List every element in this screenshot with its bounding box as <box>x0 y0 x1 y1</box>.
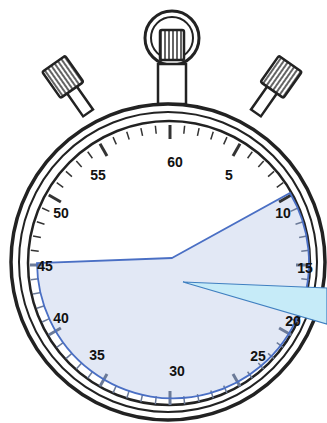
dial-number: 35 <box>89 348 105 362</box>
tick-mark <box>155 126 157 134</box>
dial-number: 45 <box>37 259 53 273</box>
tick-mark <box>88 372 93 378</box>
right-button <box>244 56 301 121</box>
dial-number: 15 <box>297 261 313 275</box>
tick-mark <box>224 137 227 144</box>
tick-mark <box>268 171 274 176</box>
dial-number: 10 <box>275 206 291 220</box>
tick-mark <box>49 195 61 202</box>
tick-mark <box>183 126 185 134</box>
crown-stem <box>158 64 186 104</box>
tick-mark <box>291 208 298 211</box>
tick-mark <box>277 183 283 188</box>
tick-mark <box>66 353 72 358</box>
tick-mark <box>197 128 199 136</box>
case-outer <box>11 104 325 420</box>
tick-mark <box>248 152 253 158</box>
tick-mark <box>76 161 81 167</box>
crown-ring <box>145 11 199 65</box>
tick-mark <box>33 236 41 238</box>
tick-mark <box>66 171 72 176</box>
tick-mark <box>37 222 45 224</box>
dial-number: 55 <box>90 168 106 182</box>
dial-number: 5 <box>225 168 233 182</box>
case-ring <box>19 112 317 412</box>
left-button <box>42 56 99 121</box>
crown-button <box>160 30 184 60</box>
dial-ticks <box>30 125 310 405</box>
dial-number: 50 <box>53 206 69 220</box>
tick-mark <box>88 152 93 158</box>
dial-number: 20 <box>285 314 301 328</box>
dial-rim <box>28 121 310 405</box>
dial-number: 30 <box>169 364 185 378</box>
tick-mark <box>141 128 143 136</box>
crown-ring-inner <box>151 17 193 59</box>
tick-mark <box>57 183 63 188</box>
dial-number: 40 <box>53 311 69 325</box>
tick-mark <box>113 137 116 144</box>
tick-mark <box>57 343 63 348</box>
tick-mark <box>211 132 213 140</box>
tick-mark <box>127 132 129 140</box>
tick-mark <box>100 144 107 156</box>
callout-wedge <box>183 282 327 324</box>
tick-mark <box>169 125 172 139</box>
tick-mark <box>296 222 304 224</box>
tick-mark <box>258 161 263 167</box>
tick-mark <box>42 319 49 322</box>
tick-mark <box>76 363 81 369</box>
tick-mark <box>233 144 240 156</box>
tick-mark <box>42 208 49 211</box>
dial-number: 60 <box>167 155 183 169</box>
tick-mark <box>31 250 39 252</box>
dial-number: 25 <box>250 349 266 363</box>
